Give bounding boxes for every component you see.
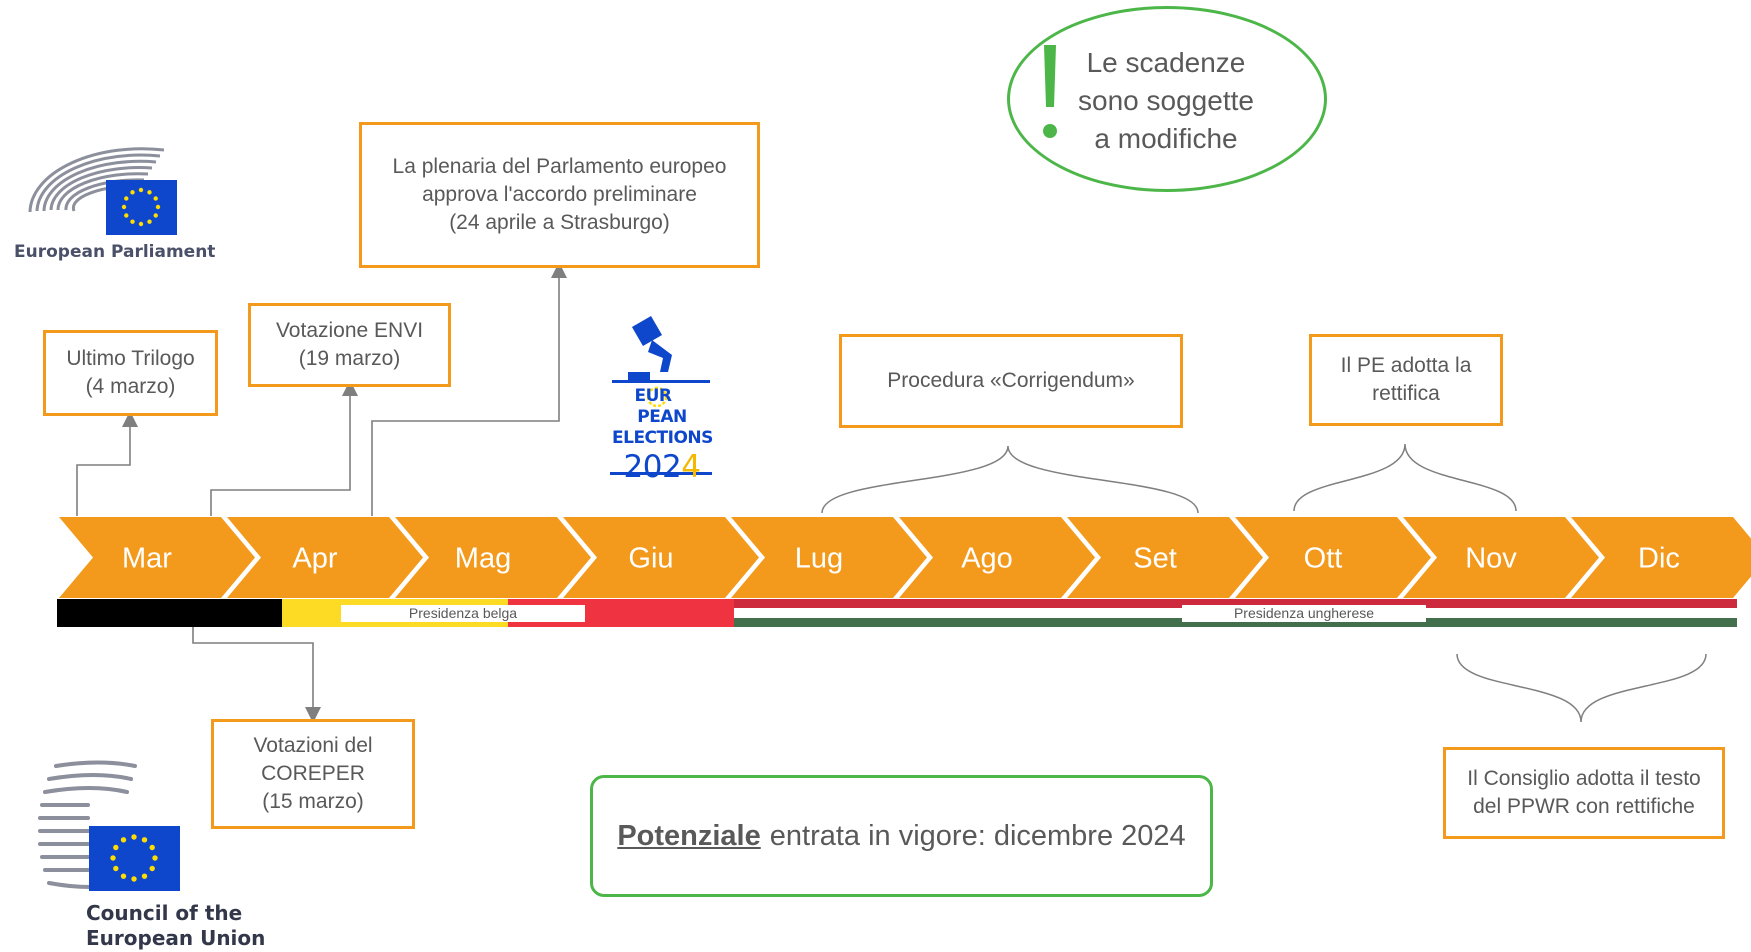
council-logo-icon <box>38 760 180 891</box>
presidency-belgian-label: Presidenza belga <box>341 605 585 622</box>
eu-star-icon <box>120 837 127 843</box>
eu-star-icon <box>138 187 144 193</box>
event-plenaria-box: La plenaria del Parlamento europeo appro… <box>359 122 760 268</box>
eu-star-icon <box>130 219 135 224</box>
chevron-ott <box>1235 517 1431 598</box>
brace-lug-set <box>821 445 1199 514</box>
eu-star-icon <box>152 855 158 861</box>
event-corrigendum-box: Procedura «Corrigendum» <box>839 334 1183 428</box>
elections-year-b: 2 <box>661 449 682 485</box>
event-pe-rettifica-text: Il PE adotta la rettifica <box>1340 354 1472 405</box>
month-chevrons <box>59 517 1751 598</box>
eu-star-icon <box>120 873 127 879</box>
eu-star-icon <box>110 855 116 861</box>
eu-star-icon <box>155 204 161 210</box>
council-logo-text-line1: Council of the <box>86 901 243 925</box>
brace-ott-nov <box>1293 443 1517 512</box>
event-coreper-box: Votazioni del COREPER (15 marzo) <box>211 719 415 829</box>
chevron-apr <box>227 517 423 598</box>
event-consiglio-text: Il Consiglio adotta il testo del PPWR co… <box>1467 767 1701 818</box>
council-logo-text-line2: European Union <box>86 926 266 950</box>
chevron-mag <box>395 517 591 598</box>
disclaimer-ellipse <box>1007 6 1327 192</box>
chevron-lug <box>731 517 927 598</box>
eu-star-icon <box>153 213 158 218</box>
event-trilogo-box: Ultimo Trilogo (4 marzo) <box>43 330 218 416</box>
event-envi-text: Votazione ENVI (19 marzo) <box>275 319 424 370</box>
chevron-mar <box>59 517 255 598</box>
eu-star-icon <box>130 190 135 195</box>
presidency-hungarian-label: Presidenza ungherese <box>1182 605 1426 622</box>
eu-star-icon <box>121 204 127 210</box>
elections-year-a: 20 <box>623 449 663 485</box>
european-parliament-logo-icon <box>28 147 177 235</box>
connector-lines <box>76 262 567 723</box>
eu-star-icon <box>149 865 155 872</box>
event-plenaria-text: La plenaria del Parlamento europeo appro… <box>392 155 727 234</box>
elections-word-2: ELECTIONS <box>612 428 713 448</box>
european-elections-logo-text: EURPEAN ELECTIONS 2024 <box>612 386 713 485</box>
event-envi-box: Votazione ENVI (19 marzo) <box>248 303 451 387</box>
entry-into-force-emphasis: Potenziale <box>617 819 761 852</box>
european-parliament-logo-text: European Parliament <box>14 242 216 262</box>
eu-star-icon <box>141 873 148 879</box>
entry-into-force-box: Potenziale entrata in vigore: dicembre 2… <box>590 775 1213 897</box>
eu-star-icon <box>113 865 119 872</box>
chevron-nov <box>1403 517 1599 598</box>
event-consiglio-box: Il Consiglio adotta il testo del PPWR co… <box>1443 747 1725 839</box>
eu-star-icon <box>138 221 144 227</box>
elections-word-1b: PEAN <box>637 407 687 427</box>
eu-star-icon <box>153 196 158 201</box>
chevron-dic <box>1571 517 1751 598</box>
eu-star-icon <box>147 219 152 224</box>
elections-word-1a: EUR <box>634 386 672 406</box>
event-corrigendum-text: Procedura «Corrigendum» <box>887 369 1135 392</box>
eu-star-icon <box>113 844 119 851</box>
chevron-set <box>1067 517 1263 598</box>
braces <box>821 443 1707 723</box>
disclaimer-text: Le scadenze sono soggette a modifiche <box>1078 47 1254 154</box>
eu-star-icon <box>141 837 148 843</box>
elections-year-c: 4 <box>681 449 701 485</box>
chevron-ago <box>899 517 1095 598</box>
entry-into-force-text: entrata in vigore: dicembre 2024 <box>769 819 1186 852</box>
eu-star-icon <box>149 844 155 851</box>
european-elections-logo-icon <box>610 315 712 475</box>
eu-star-icon <box>147 190 152 195</box>
event-trilogo-text: Ultimo Trilogo (4 marzo) <box>66 347 195 398</box>
eu-star-icon <box>124 213 129 218</box>
eu-star-icon <box>131 834 137 840</box>
chevron-giu <box>563 517 759 598</box>
exclamation-icon <box>1043 45 1057 138</box>
eu-star-icon <box>131 876 137 882</box>
event-coreper-text: Votazioni del COREPER (15 marzo) <box>253 734 373 813</box>
event-pe-rettifica-box: Il PE adotta la rettifica <box>1309 334 1503 426</box>
brace-nov-dic <box>1456 653 1707 723</box>
eu-star-icon <box>124 196 129 201</box>
